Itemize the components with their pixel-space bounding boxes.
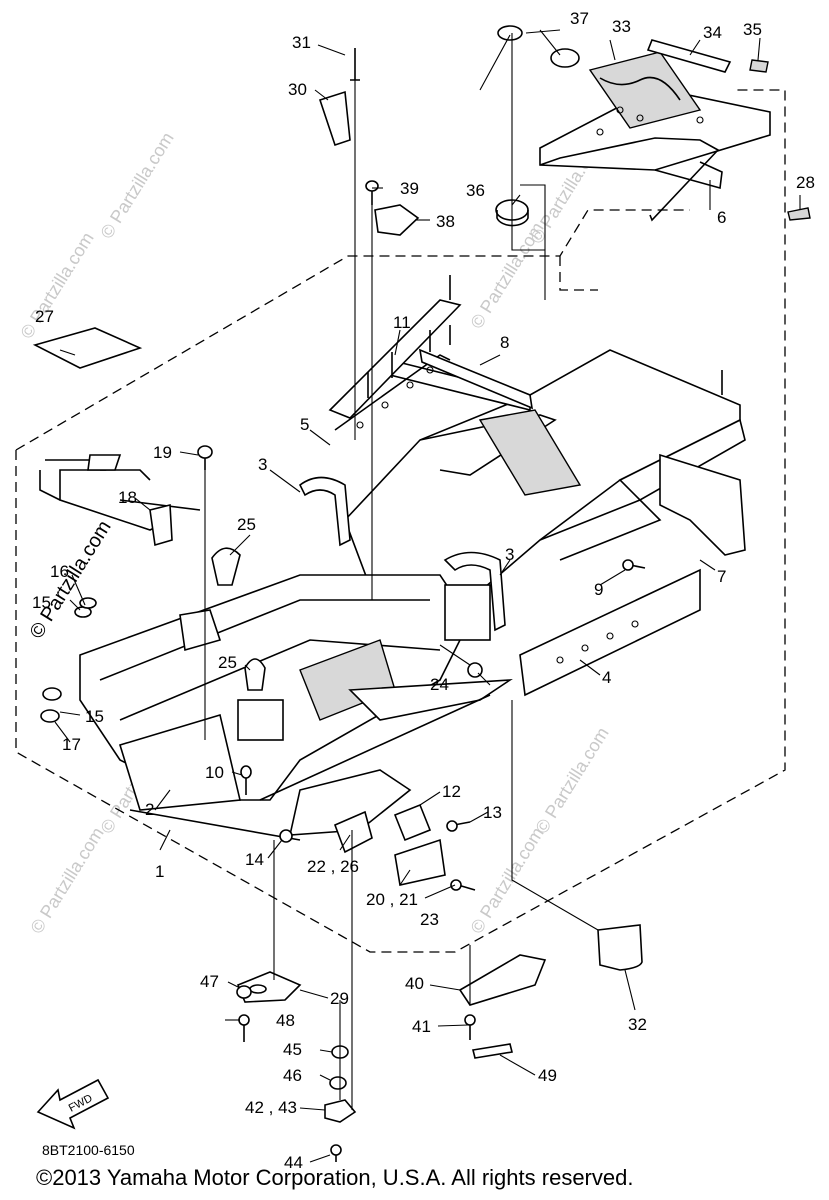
part-label: 15 [32, 593, 51, 612]
part-label: 47 [200, 972, 219, 991]
watermark: © Partzilla.com [16, 229, 97, 342]
assembly-outline [15, 89, 786, 953]
lower-parts [236, 924, 643, 1123]
watermark-main: © Partzilla.com [26, 517, 116, 643]
part-label: 13 [483, 803, 502, 822]
part-label: 41 [412, 1017, 431, 1036]
part-label: 19 [153, 443, 172, 462]
part-label: 40 [405, 974, 424, 993]
part-label: 22 , 26 [307, 857, 359, 876]
front-bumper-part-18 [39, 454, 201, 547]
part-label: 32 [628, 1015, 647, 1034]
watermark: © Partzilla.com [466, 824, 547, 937]
fwd-arrow-icon: FWD [36, 1078, 110, 1130]
part-label: 30 [288, 80, 307, 99]
part-label: 37 [570, 9, 589, 28]
part-labels: 1 2 3 3 4 5 6 7 8 9 10 11 12 13 14 15 15… [32, 9, 815, 1172]
part-label: 9 [594, 580, 603, 599]
part-label: 31 [292, 33, 311, 52]
part-label: 28 [796, 173, 815, 192]
part-label: 45 [283, 1040, 302, 1059]
watermark: © Partzilla.com [531, 724, 612, 837]
part-label: 34 [703, 23, 722, 42]
copyright-notice: ©2013 Yamaha Motor Corporation, U.S.A. A… [36, 1165, 634, 1190]
part-label: 27 [35, 307, 54, 326]
part-label: 5 [300, 415, 309, 434]
part-label: 15 [85, 707, 104, 726]
part-label: 20 , 21 [366, 890, 418, 909]
front-frame [79, 476, 513, 841]
part-label: 10 [205, 763, 224, 782]
part-label: 49 [538, 1066, 557, 1085]
seat-base-part-6 [539, 39, 771, 222]
watermark: © Partzilla.com [26, 824, 107, 937]
main-frame [328, 299, 746, 697]
part-label: 6 [717, 208, 726, 227]
part-label: 7 [717, 567, 726, 586]
part-label: 42 , 43 [245, 1098, 297, 1117]
part-label: 36 [466, 181, 485, 200]
part-label: 25 [218, 653, 237, 672]
part-label: 16 [50, 562, 69, 581]
watermark: © Partzilla.com [96, 129, 177, 242]
part-label: 24 [430, 675, 449, 694]
part-label: 8 [500, 333, 509, 352]
part-label: 33 [612, 17, 631, 36]
part-label: 48 [276, 1011, 295, 1030]
part-label: 25 [237, 515, 256, 534]
part-label: 3 [258, 455, 267, 474]
part-label: 12 [442, 782, 461, 801]
part-label: 18 [118, 488, 137, 507]
part-label: 44 [284, 1153, 303, 1172]
part-label: 11 [393, 313, 411, 332]
pad-parts [495, 25, 580, 300]
diagram-code: 8BT2100-6150 [42, 1142, 135, 1158]
part-label: 39 [400, 179, 419, 198]
part-label: 23 [420, 910, 439, 929]
fasteners [40, 48, 811, 1162]
rail-part-8 [418, 325, 534, 410]
part-label: 29 [330, 989, 349, 1008]
leader-lines [54, 29, 801, 1163]
part-label: 2 [145, 800, 154, 819]
plate-part-27 [32, 327, 143, 369]
part-label: 1 [155, 862, 164, 881]
part-label: 17 [62, 735, 81, 754]
part-label: 14 [245, 850, 264, 869]
part-label: 38 [436, 212, 455, 231]
part-label: 4 [602, 668, 611, 687]
part-label: 35 [743, 20, 762, 39]
part-label: 46 [283, 1066, 302, 1085]
part-label: 3 [505, 545, 514, 564]
